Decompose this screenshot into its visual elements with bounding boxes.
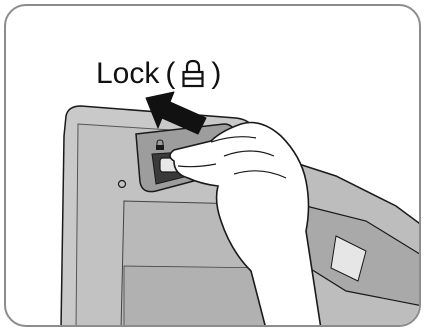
caption-paren-close: ) <box>211 56 221 92</box>
padlock-icon <box>181 59 205 89</box>
lock-caption-word: Lock <box>96 56 159 92</box>
illustration-frame: Lock ( ) <box>4 4 421 327</box>
device-illustration <box>6 6 421 327</box>
caption-paren-open: ( <box>165 56 175 92</box>
lock-caption: Lock ( ) <box>96 56 221 92</box>
